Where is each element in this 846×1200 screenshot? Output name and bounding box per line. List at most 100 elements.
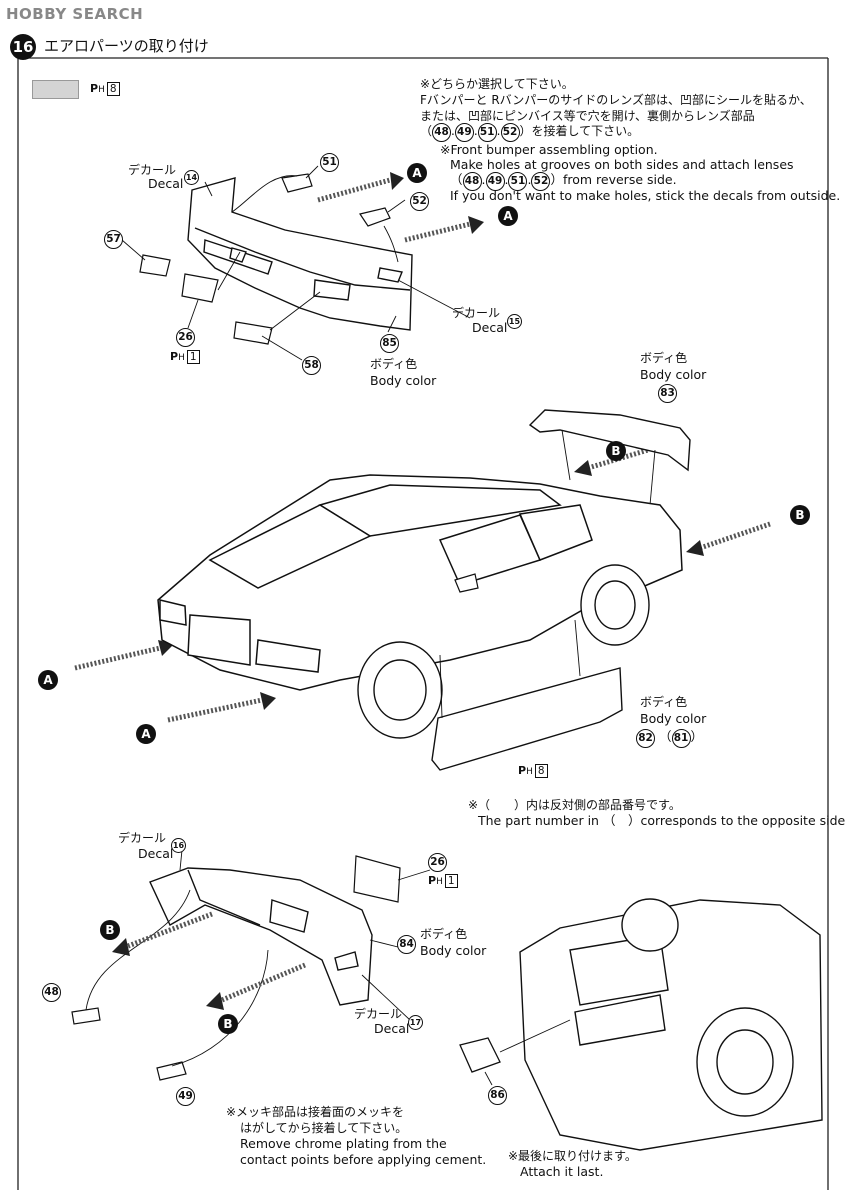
lens-part-49: 49 <box>454 123 474 142</box>
part-26-ref-num: 1 <box>186 350 200 364</box>
lens-part-51-en: 51 <box>508 172 528 191</box>
arrow-label-a-left2: A <box>136 724 156 744</box>
part-83: 83 <box>658 384 677 403</box>
lens-part-52-en: 52 <box>531 172 551 191</box>
chrome-note-en2: contact points before applying cement. <box>240 1152 487 1167</box>
logo-text: HOBBY SEARCH <box>6 5 144 23</box>
chrome-note-jp2: はがしてから接着して下さい。 <box>240 1121 408 1135</box>
arrow-label-b-wing: B <box>606 441 626 461</box>
arrow-label-b-right: B <box>790 505 810 525</box>
part-52: 52 <box>410 192 429 211</box>
decal-14-jp: デカール <box>128 163 177 177</box>
step-number: 16 <box>12 38 34 56</box>
side-skirt-en: Body color <box>640 711 707 726</box>
lens-part-52: 52 <box>500 123 520 142</box>
decal-16-jp: デカール <box>118 831 167 845</box>
paint-ref-prefix: P <box>90 82 99 95</box>
side-skirt-ref-num: 8 <box>534 764 548 778</box>
decal-17-num: 17 <box>408 1015 423 1030</box>
step-title: エアロパーツの取り付け <box>44 37 209 55</box>
front-note-jp2: Fバンパーと Rバンパーのサイドのレンズ部は、凹部にシールを貼るか、 <box>420 93 812 107</box>
part-81: 81 <box>671 729 691 748</box>
part-26-ref-sub: H <box>178 353 185 363</box>
chassis <box>519 898 823 1151</box>
lens-part-48: 48 <box>432 123 452 142</box>
decal-15-en: Decal <box>472 320 508 335</box>
arrow-a-front <box>74 177 771 723</box>
opposite-note-jp: ※（ ）内は反対側の部品番号です。 <box>468 798 681 812</box>
lens-52 <box>359 207 391 227</box>
jp4-close: ）を接着して下さい。 <box>519 124 640 138</box>
rear-wing-jp: ボディ色 <box>640 351 688 365</box>
part-84: 84 <box>397 935 416 954</box>
decal-17-en: Decal <box>374 1021 410 1036</box>
paint-ref-sub: H <box>98 85 105 95</box>
chrome-note-jp1: ※メッキ部品は接着面のメッキを <box>226 1105 405 1119</box>
part-48: 48 <box>42 983 61 1002</box>
part-85-en: Body color <box>370 373 437 388</box>
lens-part-51: 51 <box>477 123 497 142</box>
lens-part-49-en: 49 <box>485 172 505 191</box>
decal-16-en: Decal <box>138 846 174 861</box>
front-note-jp3: または、凹部にピンバイス等で穴を開け、裏側からレンズ部品 <box>420 109 755 123</box>
decal-15-num: 15 <box>507 314 522 329</box>
rear-wing-en: Body color <box>640 367 707 382</box>
lens-51 <box>281 173 313 193</box>
lamp-58 <box>233 321 273 345</box>
opposite-note-en: The part number in （ ）corresponds to the… <box>478 813 846 828</box>
part-82: 82 <box>636 729 655 748</box>
front-note-en3: （48.49.51.52）from reverse side. <box>450 172 677 191</box>
front-note-jp4: （48.49.51.52）を接着して下さい。 <box>420 123 639 142</box>
decal-15-jp: デカール <box>452 306 501 320</box>
part-26-front: 26 <box>176 328 195 347</box>
lens-part-48-en: 48 <box>462 172 482 191</box>
front-note-en2: Make holes at grooves on both sides and … <box>450 157 794 172</box>
part-85-jp: ボディ色 <box>370 357 418 371</box>
muffler-note-jp: ※最後に取り付けます。 <box>508 1149 637 1163</box>
side-skirt-ref-prefix: P <box>518 764 527 777</box>
side-skirt-ref-sub: H <box>526 767 533 777</box>
arrow-label-a-top2: A <box>498 206 518 226</box>
paint-swatch <box>32 80 79 99</box>
en3-open: （ <box>450 172 463 187</box>
part-26-rear-ref-num: 1 <box>444 874 458 888</box>
decal-17-jp: デカール <box>354 1007 403 1021</box>
part-26-rear: 26 <box>428 853 447 872</box>
hobby-search-logo: HOBBY SEARCH <box>6 5 143 23</box>
lamp-57 <box>139 254 171 277</box>
muffler-86 <box>459 1037 501 1073</box>
arrow-label-b-rear2: B <box>218 1014 238 1034</box>
part-57: 57 <box>104 230 123 249</box>
chrome-note-en1: Remove chrome plating from the <box>240 1136 447 1151</box>
front-bumper <box>187 177 413 331</box>
part-85: 85 <box>380 334 399 353</box>
step-badge: 16 <box>10 34 36 60</box>
car-body <box>157 474 683 691</box>
rear-bumper <box>149 867 373 1006</box>
part-58: 58 <box>302 356 321 375</box>
plate-26 <box>181 273 219 303</box>
arrow-label-a-top1: A <box>407 163 427 183</box>
arrow-label-b-rear1: B <box>100 920 120 940</box>
paint-ref-num: 8 <box>106 82 120 96</box>
jp4-open: （ <box>420 124 433 138</box>
arrow-label-a-left1: A <box>38 670 58 690</box>
wheels <box>357 564 650 739</box>
part-84-jp: ボディ色 <box>420 927 468 941</box>
side-skirt <box>431 667 623 771</box>
muffler-note-en: Attach it last. <box>520 1164 604 1179</box>
side-skirt-paren-close: ） <box>690 729 704 744</box>
part-86: 86 <box>488 1086 507 1105</box>
part-84-en: Body color <box>420 943 487 958</box>
side-skirt-parts: 82 （81） <box>636 729 703 748</box>
lens-48 <box>71 1007 101 1025</box>
decal-16-num: 16 <box>171 838 186 853</box>
decal-14-num: 14 <box>184 170 199 185</box>
decal-14-en: Decal <box>148 176 184 191</box>
front-note-en1: ※Front bumper assembling option. <box>440 142 658 157</box>
side-skirt-paren-open: （ <box>658 729 672 744</box>
